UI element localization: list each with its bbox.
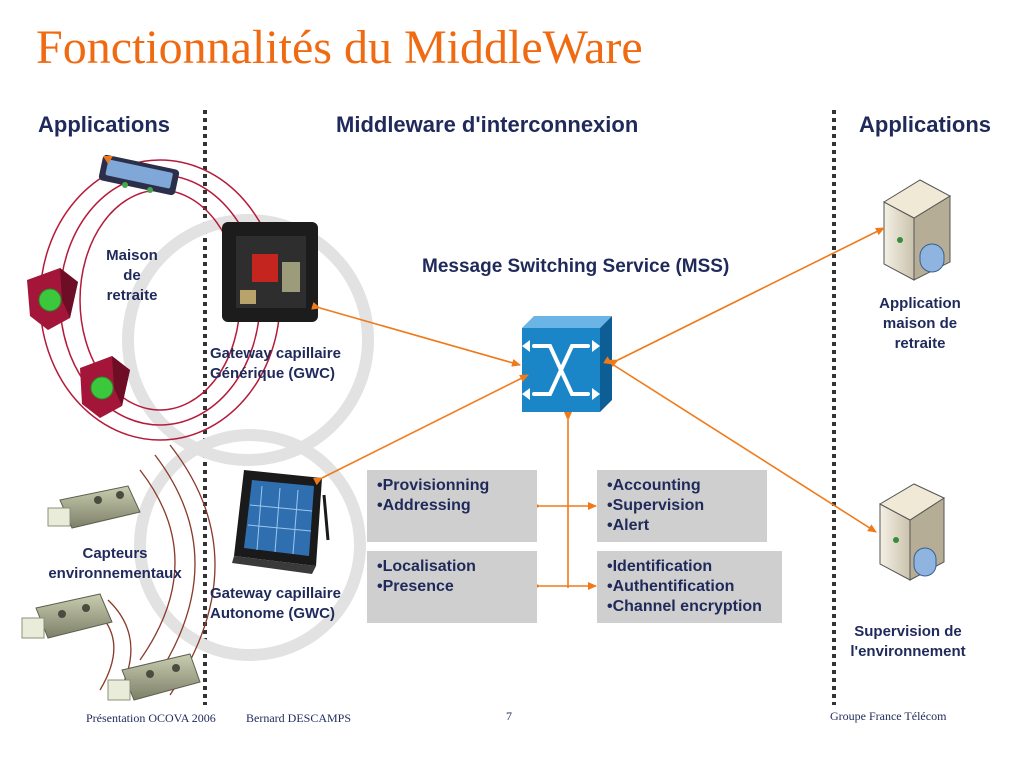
sensor-icon xyxy=(107,653,201,701)
gwc-autonome-label: Gateway capillaire Autonome (GWC) xyxy=(210,585,341,622)
slide-title: Fonctionnalités du MiddleWare xyxy=(36,21,643,74)
alarm-icon xyxy=(80,356,130,418)
gwc-autonome-ring xyxy=(134,429,366,661)
function-item: •Supervision xyxy=(607,497,705,514)
gwc-generic-label: Gateway capillaire Générique (GWC) xyxy=(210,345,341,382)
function-item: •Channel encryption xyxy=(607,598,762,615)
function-box-identification: •Identification •Authentification •Chann… xyxy=(597,551,782,623)
mss-label: Message Switching Service (MSS) xyxy=(422,256,730,277)
alarm-icon xyxy=(27,268,78,330)
supervision-label: Supervision de l'environnement xyxy=(850,623,966,660)
function-box-provisioning: •Provisionning •Addressing xyxy=(367,470,537,542)
capteurs-label: Capteurs environnementaux xyxy=(48,545,182,582)
server-icon xyxy=(882,179,952,281)
sensor-icon xyxy=(47,485,141,529)
function-item: •Authentification xyxy=(607,578,735,595)
function-box-accounting: •Accounting •Supervision •Alert xyxy=(597,470,767,542)
server-icon xyxy=(878,483,946,581)
connection-arrows xyxy=(311,227,885,590)
footer-company: Groupe France Télécom xyxy=(830,709,947,723)
maison-label: Maison de retraite xyxy=(106,247,158,304)
function-item: •Addressing xyxy=(377,497,471,514)
function-item: •Provisionning xyxy=(377,477,490,494)
header-applications-left: Applications xyxy=(38,112,171,137)
function-item: •Presence xyxy=(377,578,454,595)
function-item: •Localisation xyxy=(377,558,476,575)
footer-author: Bernard DESCAMPS xyxy=(246,711,352,725)
remote-control-icon xyxy=(98,154,180,196)
switch-icon xyxy=(522,316,612,412)
app-maison-label: Application maison de retraite xyxy=(879,295,961,352)
sensor-icon xyxy=(21,593,113,639)
function-box-localisation: •Localisation •Presence xyxy=(367,551,537,623)
tablet-icon xyxy=(232,470,330,574)
function-item: •Accounting xyxy=(607,477,701,494)
footer-presentation: Présentation OCOVA 2006 xyxy=(86,711,216,725)
header-applications-right: Applications xyxy=(859,112,992,137)
gateway-icon xyxy=(222,222,318,322)
function-item: •Alert xyxy=(607,517,650,534)
header-middleware: Middleware d'interconnexion xyxy=(336,112,639,137)
function-item: •Identification xyxy=(607,558,713,575)
footer-page-number: 7 xyxy=(506,709,512,723)
